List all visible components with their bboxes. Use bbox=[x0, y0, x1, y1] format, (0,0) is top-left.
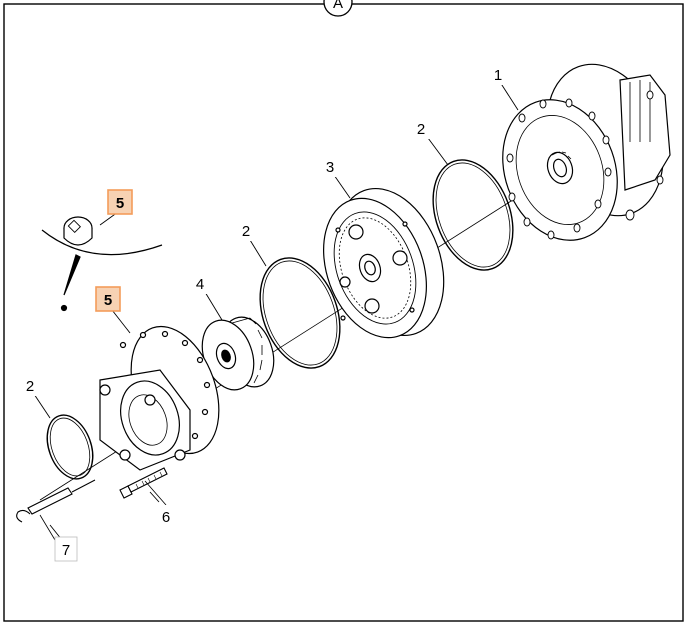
callout-label: 6 bbox=[162, 509, 170, 526]
part-sun-gear bbox=[201, 316, 275, 391]
view-marker: A bbox=[323, 0, 353, 17]
callout-6: 6 bbox=[156, 505, 176, 527]
part-o-ring-middle bbox=[259, 257, 341, 369]
part-o-ring-upper bbox=[432, 159, 514, 271]
callout-label: 2 bbox=[242, 223, 250, 240]
part-housing-hub bbox=[502, 63, 671, 241]
callout-2-upper: 2 bbox=[411, 117, 431, 139]
callout-5-cover: 5 bbox=[95, 286, 121, 312]
part-end-cover bbox=[99, 325, 220, 471]
callout-5-detail: 5 bbox=[107, 189, 133, 215]
callout-label: 2 bbox=[26, 378, 34, 395]
callout-label: 7 bbox=[62, 542, 70, 559]
callout-label: 3 bbox=[326, 159, 334, 176]
callout-label: 4 bbox=[196, 276, 204, 293]
callout-label: 5 bbox=[116, 195, 124, 212]
callout-label: 5 bbox=[104, 292, 112, 309]
callout-3: 3 bbox=[320, 155, 340, 177]
callout-4: 4 bbox=[190, 272, 210, 294]
part-spring-pin bbox=[16, 479, 96, 541]
part-o-ring-lower bbox=[46, 414, 94, 480]
view-marker-label: A bbox=[333, 0, 343, 12]
callout-7: 7 bbox=[54, 536, 78, 562]
part-ring-gear-carrier bbox=[323, 187, 445, 339]
callout-2-lower: 2 bbox=[20, 374, 40, 396]
callout-label: 2 bbox=[417, 121, 425, 138]
callout-2-middle: 2 bbox=[236, 219, 256, 241]
part-bolt bbox=[119, 467, 168, 506]
callout-1: 1 bbox=[488, 63, 508, 85]
leader-lines bbox=[33, 81, 519, 541]
callout-label: 1 bbox=[494, 67, 502, 84]
part-plug-detail bbox=[41, 216, 163, 312]
